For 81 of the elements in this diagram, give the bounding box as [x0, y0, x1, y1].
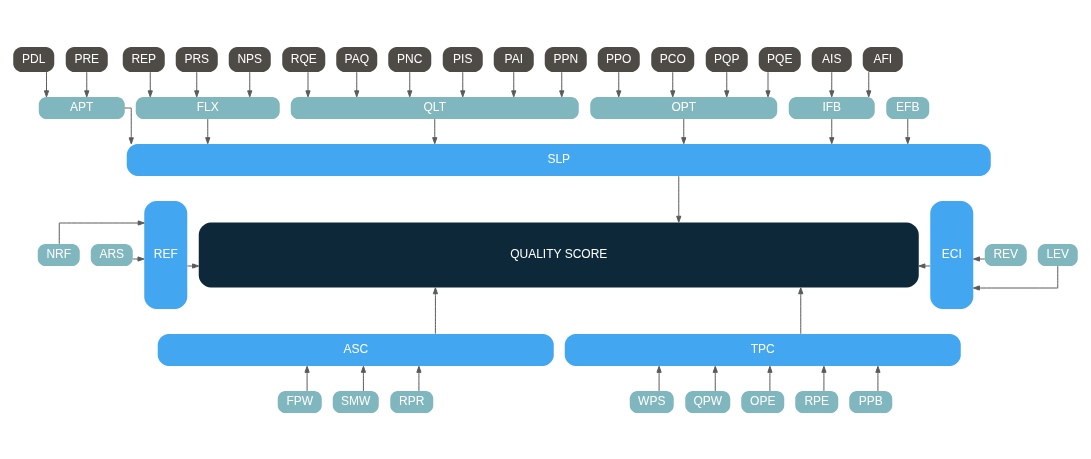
- arrow: [194, 71, 200, 97]
- node-box: RQE: [282, 46, 326, 72]
- arrow: [84, 71, 90, 97]
- arrow: [58, 219, 145, 244]
- node-box: AFI: [862, 46, 903, 72]
- node-box: REP: [122, 46, 165, 72]
- arrow: [559, 71, 565, 97]
- node-box: PRE: [65, 46, 108, 72]
- node-box: TPC: [564, 333, 961, 366]
- arrow: [670, 71, 676, 97]
- arrow: [972, 265, 1059, 291]
- arrow: [875, 365, 881, 391]
- arrow: [905, 118, 911, 144]
- arrow: [918, 262, 931, 269]
- node-box: PPO: [597, 46, 640, 72]
- node-box: FLX: [135, 96, 280, 119]
- arrow: [460, 71, 466, 97]
- node-box: PCO: [651, 46, 695, 72]
- node-box: IFB: [788, 96, 875, 119]
- arrow: [798, 286, 804, 334]
- node-box: SMW: [332, 390, 379, 413]
- node-box: OPE: [741, 390, 785, 413]
- arrow: [724, 71, 730, 97]
- arrow: [866, 71, 872, 97]
- node-box: RPE: [795, 390, 839, 413]
- arrow: [247, 71, 253, 97]
- node-box: APT: [38, 96, 125, 119]
- node-box: PNC: [388, 46, 432, 72]
- arrow: [681, 118, 687, 144]
- arrow: [416, 365, 422, 391]
- node-box: PQP: [705, 46, 748, 72]
- node-box: PPB: [849, 390, 893, 413]
- node-box: PQE: [758, 46, 801, 72]
- arrow: [186, 262, 200, 269]
- node-box: QUALITY SCORE: [198, 222, 919, 287]
- node-box: LEV: [1037, 243, 1078, 266]
- arrow: [147, 71, 153, 97]
- arrow: [765, 71, 771, 97]
- node-box: PAI: [493, 46, 534, 72]
- node-box: ARS: [90, 243, 133, 266]
- node-box: RPR: [390, 390, 434, 413]
- node-box: ECI: [930, 200, 974, 309]
- node-box: SLP: [126, 143, 991, 176]
- arrow: [432, 118, 438, 144]
- arrow: [360, 365, 366, 391]
- node-box: WPS: [629, 390, 674, 413]
- node-box: PRS: [175, 46, 218, 72]
- arrow: [767, 365, 773, 391]
- arrow: [973, 255, 986, 262]
- node-box: QLT: [290, 96, 579, 119]
- arrow: [616, 71, 622, 97]
- node-box: FPW: [277, 390, 322, 413]
- arrow: [205, 118, 211, 144]
- arrow: [656, 365, 662, 391]
- arrow: [305, 71, 311, 97]
- arrow: [829, 118, 835, 144]
- arrow: [304, 365, 310, 391]
- node-box: AIS: [811, 46, 852, 72]
- arrow: [829, 71, 835, 97]
- arrow: [124, 107, 134, 144]
- arrow: [354, 71, 360, 97]
- arrow: [43, 71, 50, 97]
- node-box: NPS: [228, 46, 271, 72]
- node-box: QPW: [685, 390, 731, 413]
- node-box: REV: [984, 243, 1027, 266]
- arrow: [511, 71, 517, 97]
- node-box: ASC: [157, 333, 554, 366]
- arrow: [821, 365, 827, 391]
- arrow: [132, 255, 145, 262]
- arrow: [712, 365, 718, 391]
- node-box: PAQ: [336, 46, 378, 72]
- node-box: REF: [144, 200, 188, 309]
- arrow: [676, 175, 682, 223]
- node-box: NRF: [37, 243, 80, 266]
- node-box: OPT: [590, 96, 778, 119]
- node-box: PIS: [442, 46, 483, 72]
- node-box: PPN: [544, 46, 587, 72]
- arrow: [432, 286, 438, 334]
- arrow: [407, 71, 413, 97]
- node-box: PDL: [13, 46, 55, 72]
- node-box: EFB: [886, 96, 930, 119]
